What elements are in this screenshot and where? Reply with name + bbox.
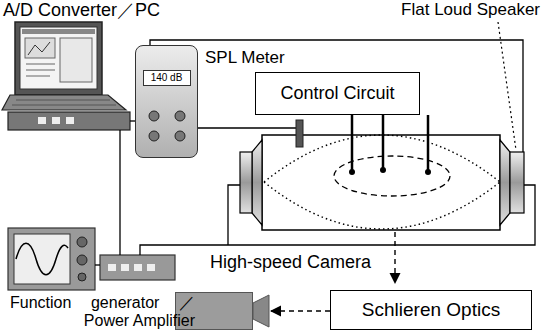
meter-knob bbox=[149, 111, 159, 121]
sensor-wire bbox=[351, 115, 354, 172]
sensor-dot bbox=[380, 167, 386, 173]
leader-line bbox=[498, 22, 516, 150]
wire bbox=[119, 130, 120, 255]
laptop-pc bbox=[16, 100, 110, 101]
microphone-probe bbox=[296, 120, 303, 147]
power-amplifier bbox=[100, 255, 175, 280]
resonance-tube bbox=[252, 140, 262, 225]
laptop-pc bbox=[60, 38, 92, 82]
sensor-dot bbox=[349, 167, 431, 175]
meter-knob bbox=[175, 131, 185, 141]
wire bbox=[95, 264, 100, 265]
sensor-wire bbox=[427, 115, 430, 172]
ad-converter-box bbox=[66, 117, 74, 124]
function-generator bbox=[8, 228, 95, 290]
wire bbox=[95, 40, 535, 265]
spl-meter: 140 dB bbox=[135, 45, 198, 158]
wire bbox=[198, 127, 296, 128]
function-generator bbox=[8, 228, 95, 290]
laptop-pc bbox=[22, 29, 95, 34]
label-holder: Flat Loud Speaker bbox=[401, 0, 540, 20]
ad-converter-box bbox=[8, 112, 130, 130]
function-generator bbox=[77, 255, 87, 265]
device-label: Function generator ／Power Amplifier bbox=[10, 294, 195, 330]
function-generator bbox=[16, 243, 68, 275]
laptop-pc bbox=[20, 27, 97, 89]
laptop-pc bbox=[2, 22, 126, 110]
ad-converter-box bbox=[52, 117, 60, 124]
device-label: SPL Meter bbox=[205, 48, 285, 68]
sensor-wire bbox=[352, 115, 428, 172]
label-holder: Function generator ／Power Amplifier bbox=[10, 294, 195, 330]
wire bbox=[228, 185, 240, 245]
meter-knob bbox=[175, 111, 185, 121]
sensor-dot bbox=[349, 169, 355, 175]
box-label: Schlieren Optics bbox=[362, 299, 500, 322]
resonance-tube bbox=[240, 152, 252, 213]
laptop-pc bbox=[26, 76, 50, 77]
control-circuit-box: Control Circuit bbox=[255, 72, 420, 115]
power-amplifier bbox=[147, 264, 155, 271]
resonance-tube bbox=[510, 152, 524, 213]
device-label: A/D Converter／PC bbox=[3, 0, 160, 21]
sensor-wire bbox=[382, 115, 385, 170]
schlieren-optics-box: Schlieren Optics bbox=[330, 290, 532, 330]
meter-knob bbox=[149, 131, 159, 141]
power-amplifier bbox=[100, 255, 175, 280]
function-generator bbox=[78, 273, 86, 281]
label-holder: SPL Meter bbox=[205, 48, 285, 68]
laptop-pc bbox=[12, 105, 116, 106]
standing-wave bbox=[264, 182, 500, 229]
ad-converter-box bbox=[8, 112, 130, 130]
resonance-tube bbox=[262, 135, 500, 230]
function-generator bbox=[77, 237, 87, 247]
power-amplifier bbox=[134, 264, 142, 271]
device-label: High-speed Camera bbox=[210, 252, 371, 272]
label-holder: A/D Converter／PC bbox=[3, 0, 160, 21]
laptop-pc bbox=[2, 95, 126, 110]
optical-path-arrow bbox=[270, 310, 330, 311]
laptop-pc bbox=[28, 42, 50, 55]
resonance-tube bbox=[500, 140, 510, 225]
sensor-dot bbox=[425, 169, 431, 175]
power-amplifier bbox=[108, 264, 116, 271]
laptop-pc bbox=[26, 70, 55, 71]
light-path-arrow bbox=[394, 232, 395, 284]
laptop-pc bbox=[15, 22, 102, 95]
meter-controls bbox=[136, 46, 196, 156]
ad-converter-box bbox=[38, 117, 46, 124]
camera-lens bbox=[253, 295, 269, 327]
power-amplifier bbox=[121, 264, 129, 271]
box-label: Control Circuit bbox=[280, 83, 394, 105]
laptop-pc bbox=[26, 64, 55, 65]
laptop-pc bbox=[25, 38, 55, 58]
device-label: Flat Loud Speaker bbox=[401, 0, 540, 20]
function-generator bbox=[14, 234, 70, 284]
meter-reading: 140 dB bbox=[143, 70, 191, 86]
